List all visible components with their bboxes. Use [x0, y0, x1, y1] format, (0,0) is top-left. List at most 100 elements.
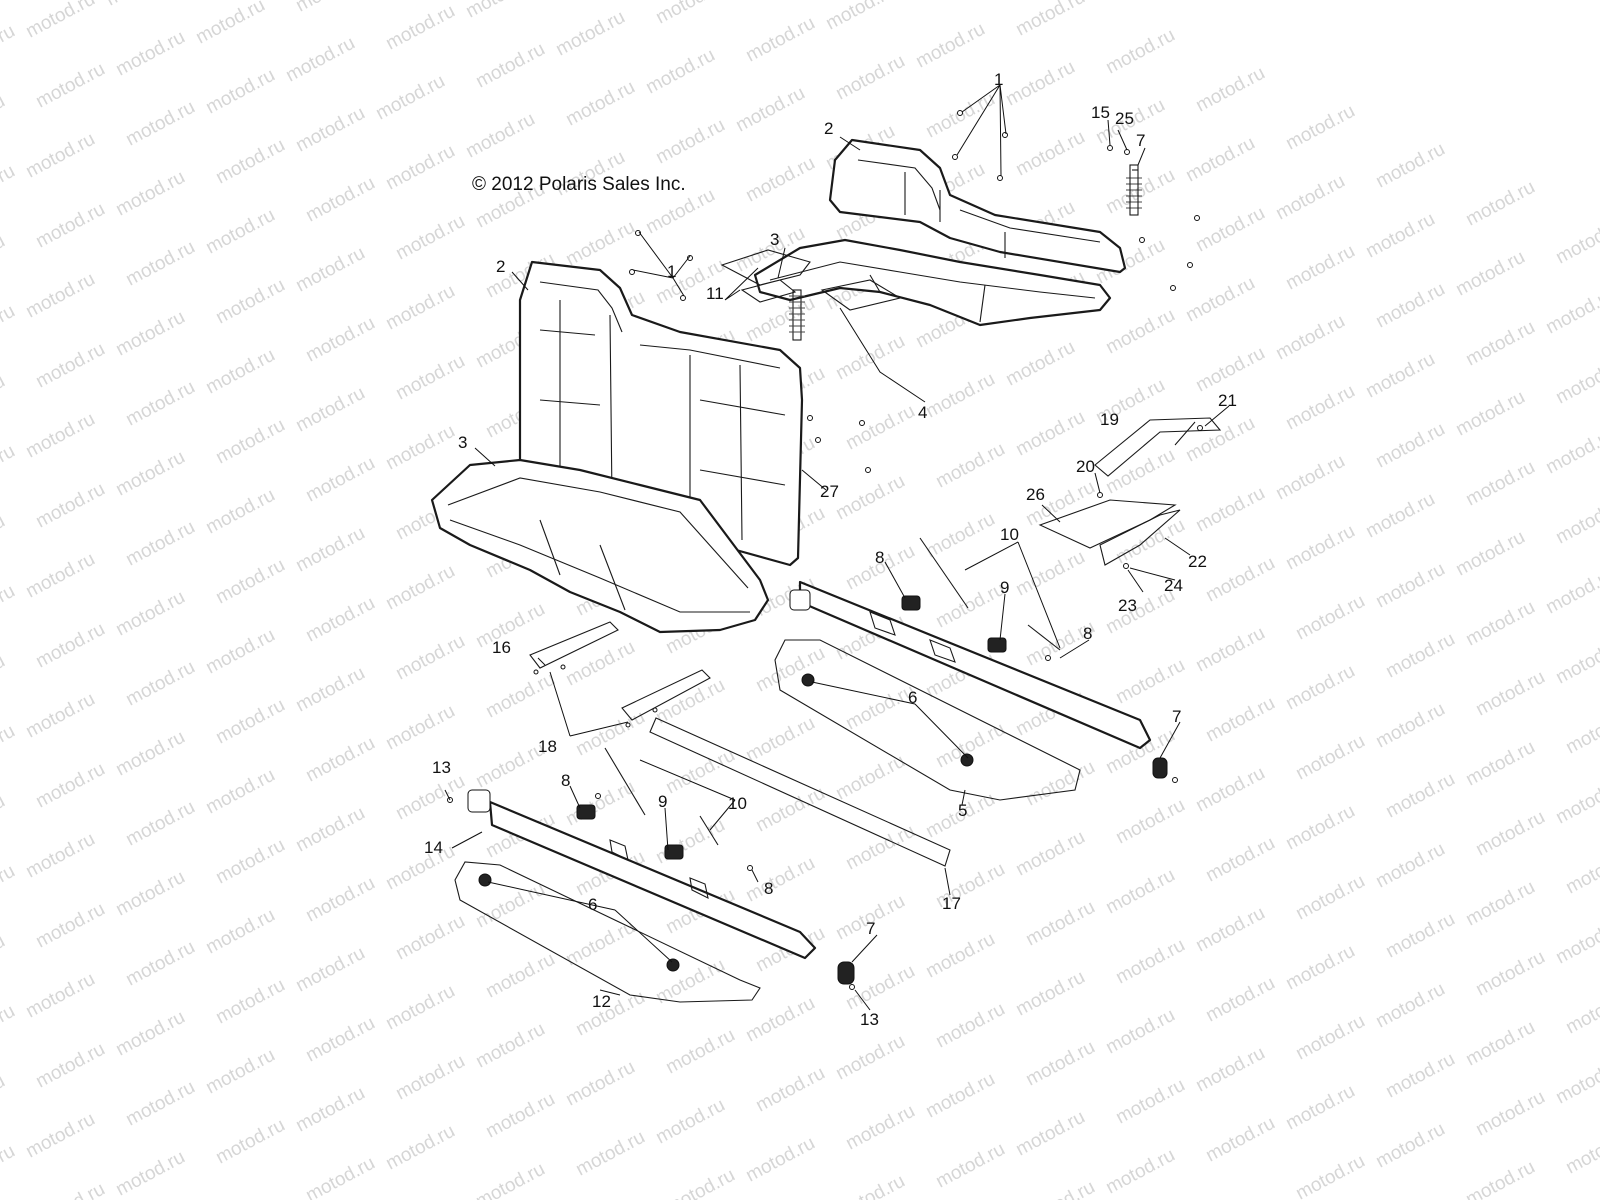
watermark-text: motod.ru: [742, 153, 818, 207]
callout-19: 19: [1100, 410, 1119, 429]
watermark-text: motod.ru: [1192, 1043, 1268, 1097]
watermark-text: motod.ru: [932, 579, 1008, 633]
watermark-text: motod.ru: [292, 803, 368, 857]
watermark-text: motod.ru: [32, 339, 108, 393]
watermark-text: motod.ru: [1112, 655, 1188, 709]
watermark-text: motod.ru: [1272, 171, 1348, 225]
watermark-text: motod.ru: [1112, 515, 1188, 569]
front-seat-frame: [454, 800, 817, 1003]
watermark-text: motod.ru: [1102, 305, 1178, 359]
watermark-text: motod.ru: [1192, 63, 1268, 117]
watermark-text: motod.ru: [22, 969, 98, 1023]
fasteners: [447, 110, 1203, 990]
watermark-text: motod.ru: [0, 441, 19, 495]
watermark-text: motod.ru: [382, 281, 458, 335]
watermark-text: motod.ru: [0, 1001, 19, 1055]
callout-26: 26: [1026, 485, 1045, 504]
watermark-text: motod.ru: [1562, 845, 1600, 899]
watermark-text: motod.ru: [102, 0, 178, 10]
watermark-text: motod.ru: [302, 313, 378, 367]
callout-6: 6: [588, 895, 597, 914]
watermark-text: motod.ru: [1462, 737, 1538, 791]
callout-8: 8: [1083, 624, 1092, 643]
watermark-text: motod.ru: [1452, 387, 1528, 441]
bracket-19: [1094, 417, 1222, 477]
watermark-text: motod.ru: [1282, 1081, 1358, 1135]
watermark-text: motod.ru: [1012, 967, 1088, 1021]
watermark-text: motod.ru: [1372, 279, 1448, 333]
watermark-text: motod.ru: [1182, 273, 1258, 327]
watermark-text: motod.ru: [1012, 407, 1088, 461]
watermark-text: motod.ru: [832, 471, 908, 525]
watermark-text: motod.ru: [302, 1013, 378, 1067]
watermark-text: motod.ru: [1562, 1125, 1600, 1179]
watermark-text: motod.ru: [922, 1069, 998, 1123]
watermark-text: motod.ru: [0, 1071, 9, 1125]
callout-7: 7: [866, 919, 875, 938]
watermark-text: motod.ru: [1552, 635, 1600, 689]
watermark-text: motod.ru: [212, 1115, 288, 1169]
watermark-text: motod.ru: [212, 135, 288, 189]
watermark-text: motod.ru: [1552, 915, 1600, 969]
watermark-text: motod.ru: [32, 59, 108, 113]
watermark-text: motod.ru: [112, 727, 188, 781]
watermark-text: motod.ru: [482, 669, 558, 723]
watermark-text: motod.ru: [22, 1109, 98, 1163]
copyright-notice: © 2012 Polaris Sales Inc.: [472, 174, 686, 195]
watermark-text: motod.ru: [0, 861, 19, 915]
watermark-text: motod.ru: [842, 821, 918, 875]
watermark-text: motod.ru: [1552, 775, 1600, 829]
callout-15: 15: [1091, 103, 1110, 122]
watermark-text: motod.ru: [1282, 381, 1358, 435]
callout-13: 13: [432, 758, 451, 777]
watermark-text: motod.ru: [472, 39, 548, 93]
callout-1: 1: [994, 70, 1003, 89]
watermark-text: motod.ru: [732, 83, 808, 137]
watermark-text: motod.ru: [212, 415, 288, 469]
watermark-text: motod.ru: [462, 109, 538, 163]
watermark-text: motod.ru: [1292, 871, 1368, 925]
watermark-text: motod.ru: [662, 1165, 738, 1200]
watermark-text: motod.ru: [1372, 979, 1448, 1033]
watermark-text: motod.ru: [302, 1153, 378, 1200]
watermark-text: motod.ru: [652, 0, 728, 28]
watermark-text: motod.ru: [1372, 139, 1448, 193]
watermark-text: motod.ru: [1012, 1107, 1088, 1161]
watermark-text: motod.ru: [842, 401, 918, 455]
callout-21: 21: [1218, 391, 1237, 410]
watermark-text: motod.ru: [1012, 0, 1088, 40]
watermark-text: motod.ru: [1542, 425, 1600, 479]
watermark-text: motod.ru: [932, 1139, 1008, 1193]
watermark-text: motod.ru: [32, 479, 108, 533]
callout-3: 3: [770, 230, 779, 249]
watermark-text: motod.ru: [1012, 827, 1088, 881]
watermark-text: motod.ru: [922, 369, 998, 423]
watermark-text: motod.ru: [202, 625, 278, 679]
watermark-text: motod.ru: [932, 439, 1008, 493]
rear-seat-assembly: [753, 138, 1127, 327]
watermark-text: motod.ru: [382, 981, 458, 1035]
pad-4: [820, 279, 902, 311]
tube-17: [649, 717, 951, 867]
callout-7: 7: [1172, 707, 1181, 726]
watermark-text: motod.ru: [1192, 623, 1268, 677]
watermark-text: motod.ru: [22, 409, 98, 463]
watermark-text: motod.ru: [1472, 807, 1548, 861]
callout-4: 4: [918, 403, 927, 422]
watermark-text: motod.ru: [562, 217, 638, 271]
watermark-text: motod.ru: [562, 637, 638, 691]
watermark-text: motod.ru: [202, 765, 278, 819]
watermark-text: motod.ru: [0, 651, 9, 705]
watermark-text: motod.ru: [32, 759, 108, 813]
watermark-text: motod.ru: [392, 1051, 468, 1105]
watermark-text: motod.ru: [212, 555, 288, 609]
callout-9: 9: [1000, 578, 1009, 597]
watermark-text: motod.ru: [1552, 495, 1600, 549]
watermark-text: motod.ru: [122, 377, 198, 431]
watermark-text: motod.ru: [1362, 489, 1438, 543]
pad-11: [720, 249, 811, 303]
watermark-text: motod.ru: [1452, 247, 1528, 301]
watermark-text: motod.ru: [462, 0, 538, 22]
watermark-text: motod.ru: [482, 1089, 558, 1143]
